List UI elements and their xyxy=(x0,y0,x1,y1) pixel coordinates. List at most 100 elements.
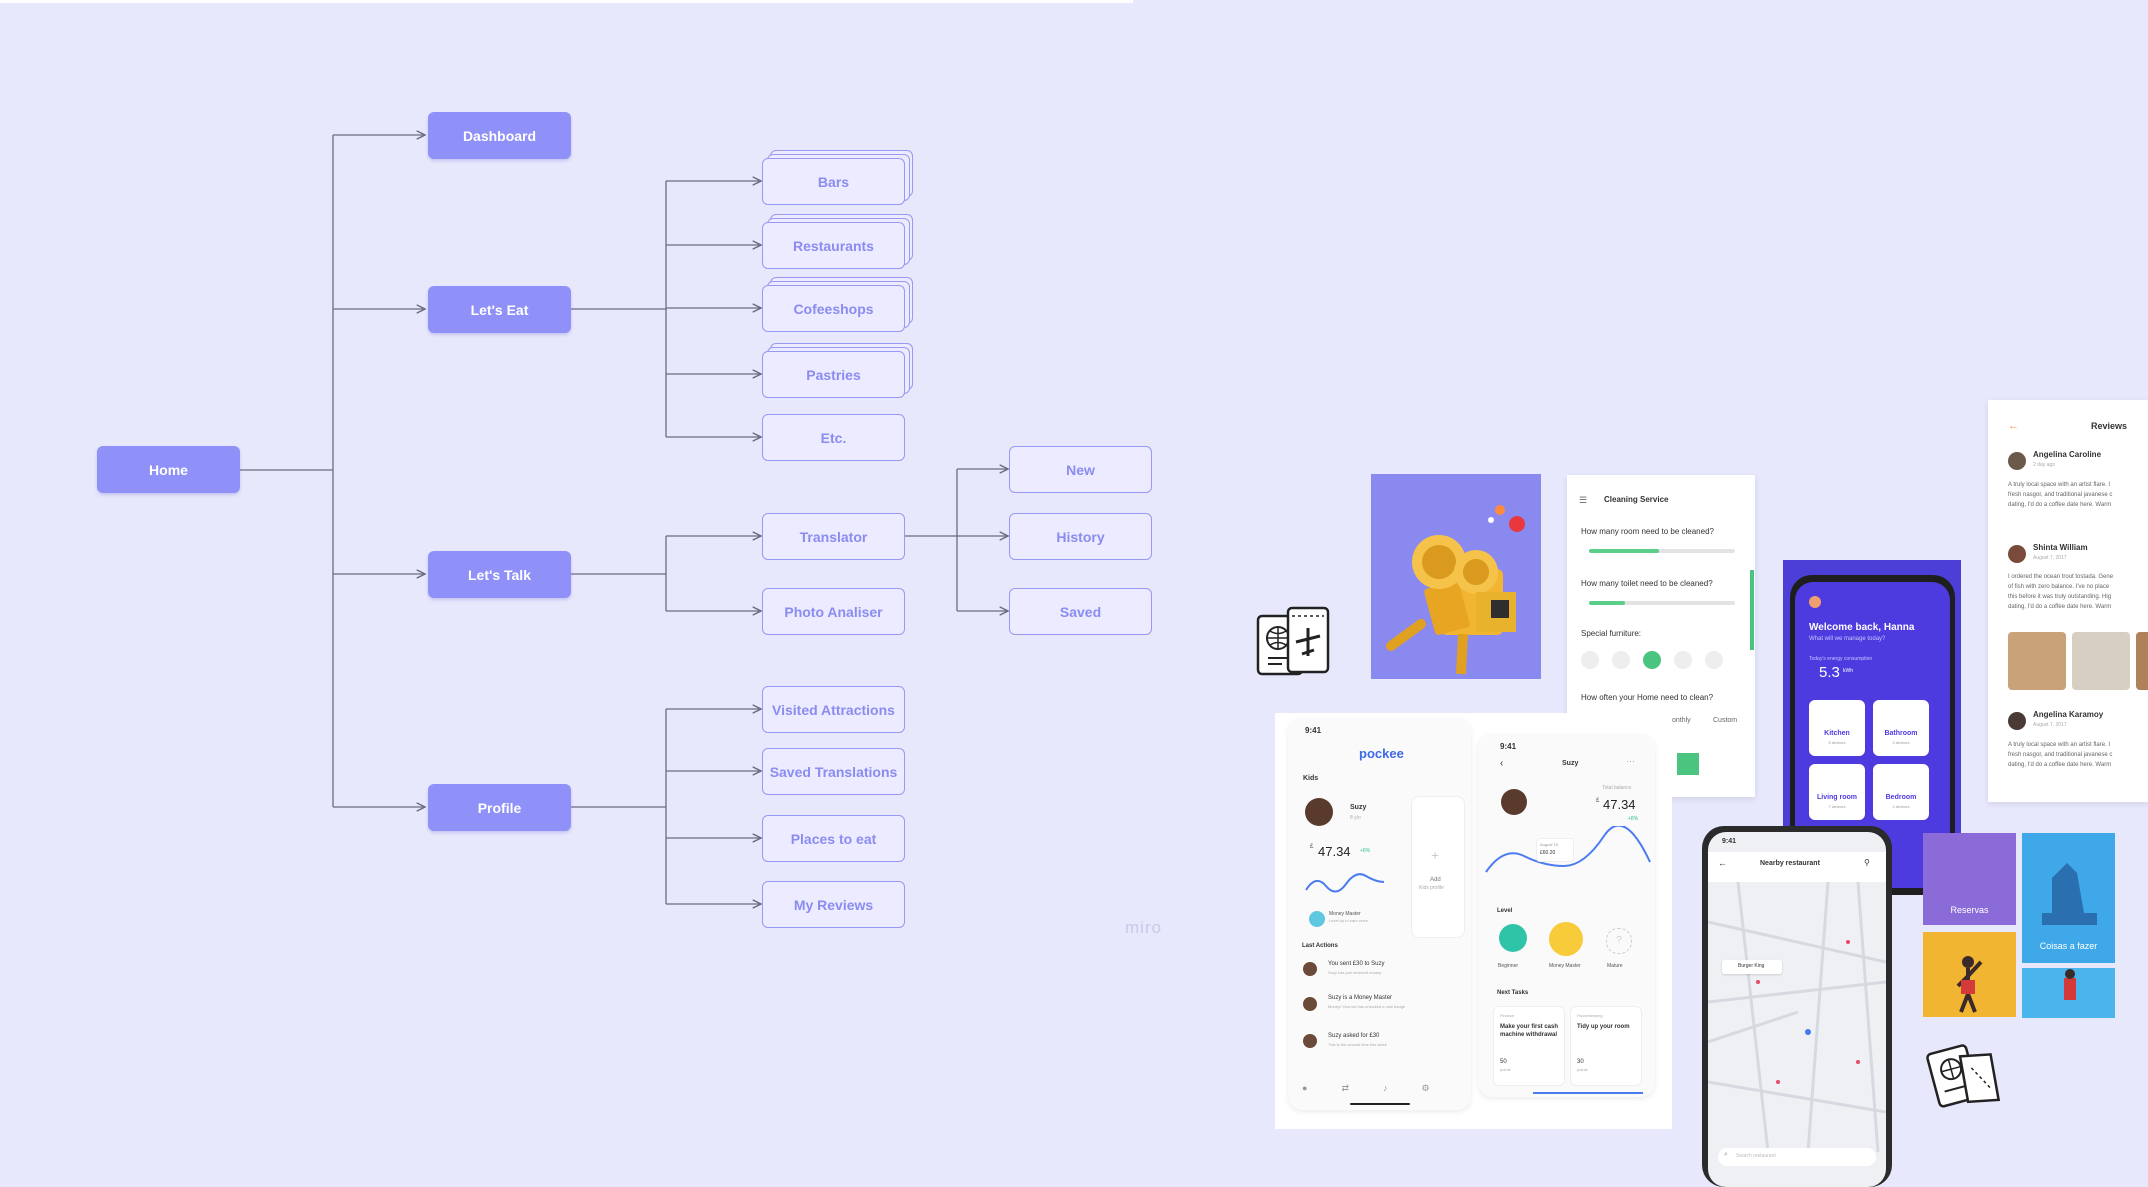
tile-celebration[interactable] xyxy=(1923,932,2016,1017)
level-money-master-badge[interactable] xyxy=(1549,922,1583,956)
node-places-to-eat[interactable]: Places to eat xyxy=(762,815,905,862)
task-card[interactable]: Housekeeping Tidy up your room 30 points xyxy=(1570,1006,1642,1086)
badge-title: Money Master xyxy=(1329,911,1361,917)
kid-age: 8 y/o xyxy=(1350,815,1361,821)
review-text: dating, I'd do a coffee date here. Warm xyxy=(2008,762,2112,768)
frequency-monthly[interactable]: onthly xyxy=(1672,717,1691,724)
pin-label: Burger King xyxy=(1738,963,1765,969)
task-card[interactable]: Finance Make your first cash machine wit… xyxy=(1493,1006,1565,1086)
room-card-kitchen[interactable]: Kitchen 5 devices xyxy=(1809,700,1865,756)
level-name: Money Master xyxy=(1549,963,1581,969)
node-visited-attractions[interactable]: Visited Attractions xyxy=(762,686,905,733)
points-label: points xyxy=(1500,1067,1511,1072)
backpacker-illustration xyxy=(2064,969,2076,1000)
energy-unit: kWh xyxy=(1843,668,1853,674)
room-slider[interactable] xyxy=(1589,549,1735,553)
reviews-title: Reviews xyxy=(2091,421,2128,431)
node-lets-talk[interactable]: Let's Talk xyxy=(428,551,571,598)
transfer-tab-icon[interactable]: ⇄ xyxy=(1341,1083,1349,1093)
tile-coisas-a-fazer[interactable]: Coisas a fazer xyxy=(2022,833,2115,963)
map-title: Nearby restaurant xyxy=(1760,860,1820,867)
balance-change: +8% xyxy=(1628,816,1639,822)
bell-tab-icon[interactable]: ♪ xyxy=(1382,1083,1388,1093)
room-devices: 5 devices xyxy=(1828,740,1846,745)
action-sub: Money! Your kid has unlocked a new badge xyxy=(1328,1004,1406,1009)
restaurant-search-input[interactable]: Search restaurant ⌕ xyxy=(1718,1148,1876,1166)
node-cofeeshops[interactable]: Cofeeshops xyxy=(762,285,905,332)
home-tab-icon[interactable]: ● xyxy=(1302,1083,1308,1093)
room-card-living-room[interactable]: Living room 7 devices xyxy=(1809,764,1865,820)
kid-balance: 47.34 xyxy=(1318,844,1351,859)
node-saved[interactable]: Saved xyxy=(1009,588,1152,635)
room-devices: 4 devices xyxy=(1892,804,1910,809)
node-lets-eat[interactable]: Let's Eat xyxy=(428,286,571,333)
food-photo[interactable] xyxy=(2008,632,2066,690)
task-title: Tidy up your room xyxy=(1577,1024,1630,1030)
node-my-reviews[interactable]: My Reviews xyxy=(762,881,905,928)
street-map[interactable] xyxy=(1708,882,1886,1152)
add-kid-card[interactable]: + Add Kids profile xyxy=(1411,796,1465,938)
add-icon[interactable]: + xyxy=(1431,847,1440,863)
reviewer-avatar xyxy=(2008,545,2026,563)
back-chevron-icon[interactable]: ‹ xyxy=(1500,758,1504,769)
level-beginner-badge[interactable] xyxy=(1499,924,1527,952)
node-bars[interactable]: Bars xyxy=(762,158,905,205)
action-title[interactable]: You sent £30 to Suzy xyxy=(1328,961,1385,967)
food-photo[interactable] xyxy=(2072,632,2130,690)
tasks-label: Next Tasks xyxy=(1497,990,1529,996)
toilet-slider[interactable] xyxy=(1589,601,1735,605)
level-name: Mature xyxy=(1607,963,1623,969)
room-card-bedroom[interactable]: Bedroom 4 devices xyxy=(1873,764,1929,820)
node-saved-translations[interactable]: Saved Translations xyxy=(762,748,905,795)
reviews-screen: ← Reviews Angelina Caroline 2 day ago A … xyxy=(1988,400,2148,802)
settings-tab-icon[interactable]: ⚙ xyxy=(1421,1083,1430,1093)
task-category: Housekeeping xyxy=(1577,1013,1603,1018)
add-sub: Kids profile xyxy=(1419,885,1444,891)
tile-backpacker[interactable] xyxy=(2022,968,2115,1018)
menu-icon[interactable]: ☰ xyxy=(1579,495,1588,505)
node-history[interactable]: History xyxy=(1009,513,1152,560)
review-text: A truly local space with an artist flare… xyxy=(2008,482,2111,488)
cleaning-q1: How many room need to be cleaned? xyxy=(1581,527,1714,536)
action-title[interactable]: Suzy is a Money Master xyxy=(1328,995,1393,1001)
map-header xyxy=(1708,852,1886,882)
tooltip-date: August 15 xyxy=(1540,842,1559,847)
actions-label: Last Actions xyxy=(1302,943,1338,949)
node-pastries[interactable]: Pastries xyxy=(762,351,905,398)
node-profile[interactable]: Profile xyxy=(428,784,571,831)
task-progress xyxy=(1533,1092,1643,1094)
node-restaurants[interactable]: Restaurants xyxy=(762,222,905,269)
review-text: of fish with zero balance. I've no place xyxy=(2008,584,2110,590)
task-points: 50 xyxy=(1500,1059,1507,1065)
room-name: Bathroom xyxy=(1884,730,1918,737)
miro-watermark: miro xyxy=(1125,918,1163,937)
kid-avatar[interactable] xyxy=(1305,798,1333,826)
add-label: Add xyxy=(1430,877,1441,883)
node-new[interactable]: New xyxy=(1009,446,1152,493)
task-points: 30 xyxy=(1577,1059,1584,1065)
tile-reservas[interactable]: Reservas xyxy=(1923,833,2016,925)
action-sub: This is the second time this week xyxy=(1328,1042,1387,1047)
frequency-custom[interactable]: Custom xyxy=(1713,717,1738,724)
back-arrow-icon[interactable]: ← xyxy=(2008,420,2019,432)
food-photo[interactable] xyxy=(2136,632,2148,690)
node-photo-analiser[interactable]: Photo Analiser xyxy=(762,588,905,635)
filter-icon[interactable]: ⚲ xyxy=(1864,858,1870,867)
cleaning-accent-bar xyxy=(1750,570,1754,650)
level-mature-badge[interactable]: ? xyxy=(1606,928,1632,954)
node-translator[interactable]: Translator xyxy=(762,513,905,560)
back-arrow-icon[interactable]: ← xyxy=(1718,858,1727,868)
welcome-text: Welcome back, Hanna xyxy=(1809,622,1915,633)
room-card-bathroom[interactable]: Bathroom 3 devices xyxy=(1873,700,1929,756)
node-home[interactable]: Home xyxy=(97,446,240,493)
node-etc[interactable]: Etc. xyxy=(762,414,905,461)
action-title[interactable]: Suzy asked for £30 xyxy=(1328,1033,1380,1039)
node-dashboard[interactable]: Dashboard xyxy=(428,112,571,159)
map-pin-card[interactable]: Burger King xyxy=(1722,960,1782,974)
cleaning-continue-button[interactable] xyxy=(1677,753,1699,775)
tile-label: Coisas a fazer xyxy=(2039,941,2098,951)
passport-plane-icon xyxy=(1256,606,1330,676)
cleaning-q3: Special furniture: xyxy=(1581,629,1642,638)
more-icon[interactable]: ··· xyxy=(1626,756,1635,766)
user-avatar[interactable] xyxy=(1809,596,1821,608)
